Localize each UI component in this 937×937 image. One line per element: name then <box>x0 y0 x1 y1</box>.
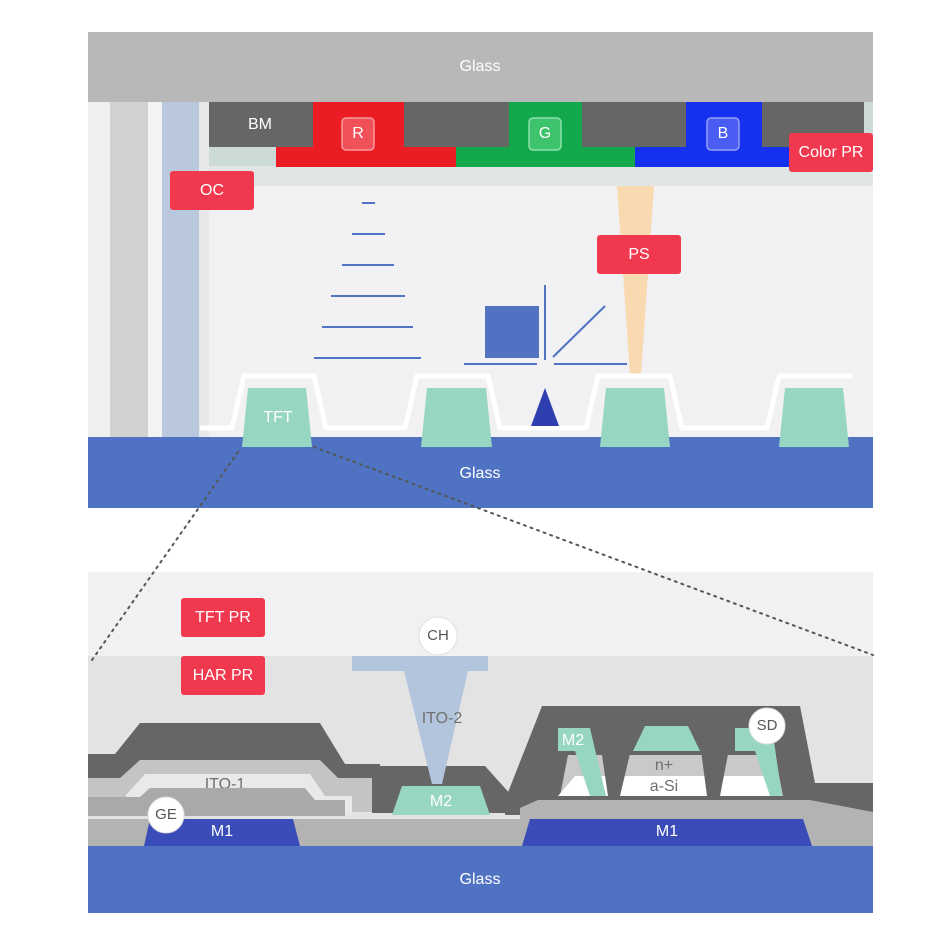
oc-tag <box>170 171 254 210</box>
ge-callout <box>147 796 185 834</box>
zoom-connector-left <box>91 451 239 661</box>
a-si-label: a-Si <box>650 778 678 795</box>
bm-label: BM <box>248 116 272 133</box>
har-pr-label: HAR PR <box>193 667 253 684</box>
side-column-gray <box>110 100 148 440</box>
color-pr-label: Color PR <box>799 144 864 161</box>
ge-label: GE <box>155 806 177 823</box>
m2-right-electrode <box>735 728 782 796</box>
tft-pr-label: TFT PR <box>195 609 251 626</box>
oc-layer-lower <box>209 166 873 186</box>
b-label: B <box>718 125 729 142</box>
sd-gap-left <box>598 728 636 796</box>
ito-2-layer <box>352 656 488 784</box>
m1-right-label: M1 <box>656 823 678 840</box>
bottom-panel-glass-label: Glass <box>460 871 501 888</box>
har-pr-tag <box>181 656 265 695</box>
measure-square <box>485 306 539 358</box>
tft-1 <box>242 388 312 447</box>
side-column-edge <box>199 100 209 440</box>
r-label: R <box>352 125 364 142</box>
measure-diagonal <box>552 305 606 358</box>
right-gi-step <box>520 800 873 822</box>
bottom-glass-label: Glass <box>460 465 501 482</box>
top-glass <box>88 32 873 102</box>
ito-2-label: ITO-2 <box>422 710 463 727</box>
oc-label: OC <box>200 182 224 199</box>
top-panel: Glass BM R G B Glass TFT <box>88 32 873 508</box>
m2-left-electrode <box>558 728 606 796</box>
m1-right <box>522 819 812 846</box>
m1-left <box>144 819 300 846</box>
sd-label: SD <box>757 717 778 734</box>
passivation-layer <box>200 373 852 431</box>
zoom-connector-right <box>313 446 874 656</box>
m2-center <box>392 786 490 815</box>
sd-callout <box>748 707 786 745</box>
ps-tag <box>597 235 681 274</box>
bottom-panel-glass <box>88 846 873 913</box>
tft-3 <box>600 388 670 447</box>
tft-4 <box>779 388 849 447</box>
color-pr-tag <box>789 133 873 172</box>
tft-label: TFT <box>263 409 293 426</box>
n-plus-label: n+ <box>655 757 673 774</box>
m2-right-label: M2 <box>562 732 584 749</box>
g-chip <box>528 117 562 151</box>
m2-center-label: M2 <box>430 793 452 810</box>
tft-2 <box>421 388 492 447</box>
r-chip <box>341 117 375 151</box>
measure-triangle-icon <box>531 388 559 426</box>
b-chip <box>706 117 740 151</box>
g-label: G <box>539 125 551 142</box>
side-column-light <box>148 100 162 440</box>
m2-middle-electrode <box>633 726 700 751</box>
top-glass-label: Glass <box>460 58 501 75</box>
photo-spacer <box>617 186 654 375</box>
ch-callout <box>418 616 458 656</box>
ch-label: CH <box>427 627 449 644</box>
lc-lines <box>314 202 421 359</box>
tft-pr-tag <box>181 598 265 637</box>
sd-gap-right <box>698 728 733 796</box>
m1-left-label: M1 <box>211 823 233 840</box>
oc-column <box>162 100 199 440</box>
bottom-glass <box>88 437 873 508</box>
side-column-white <box>88 100 110 440</box>
bottom-panel: ITO-1 n+ a-Si M2 ITO-2 M2 M1 M1 Gla <box>88 572 873 913</box>
ps-label: PS <box>628 246 649 263</box>
